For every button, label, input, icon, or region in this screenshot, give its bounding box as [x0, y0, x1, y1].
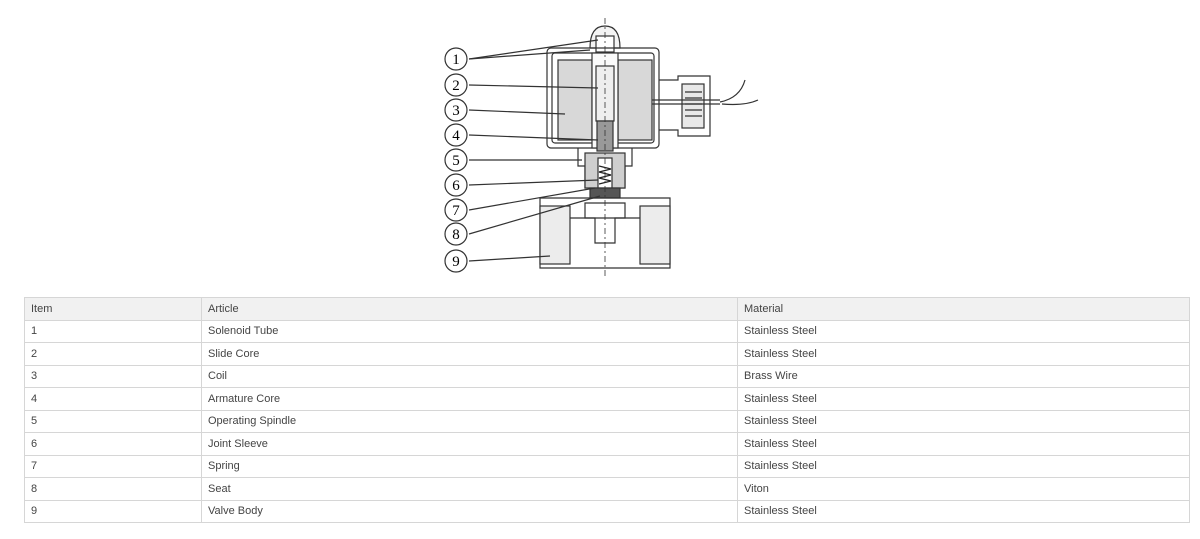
callout-7: 7 — [444, 198, 468, 222]
callout-9-label: 9 — [452, 254, 460, 270]
callout-group: 1 2 3 4 5 6 7 8 — [444, 47, 468, 273]
table-row: 3 Coil Brass Wire — [24, 364, 1190, 388]
callout-1: 1 — [444, 47, 468, 71]
table-row: 1 Solenoid Tube Stainless Steel — [24, 319, 1190, 343]
table-row: 2 Slide Core Stainless Steel — [24, 342, 1190, 366]
cell-article: Valve Body — [201, 499, 738, 523]
table-row: 5 Operating Spindle Stainless Steel — [24, 409, 1190, 433]
cell-item: 8 — [24, 477, 202, 501]
cell-article: Spring — [201, 454, 738, 478]
callout-9: 9 — [444, 249, 468, 273]
cell-material: Stainless Steel — [737, 387, 1190, 411]
table-header: Item Article Material — [24, 297, 1190, 321]
cell-item: 9 — [24, 499, 202, 523]
callout-3: 3 — [444, 98, 468, 122]
callout-2-label: 2 — [452, 78, 460, 94]
solenoid-valve-diagram: 1 2 3 4 5 6 7 8 — [444, 18, 759, 278]
cell-material: Stainless Steel — [737, 319, 1190, 343]
cell-article: Seat — [201, 477, 738, 501]
cell-article: Slide Core — [201, 342, 738, 366]
header-item: Item — [24, 297, 202, 321]
parts-table: Item Article Material 1 Solenoid Tube St… — [24, 297, 1190, 523]
table-row: 4 Armature Core Stainless Steel — [24, 387, 1190, 411]
callout-6: 6 — [444, 173, 468, 197]
callout-1-label: 1 — [452, 52, 460, 68]
table-row: 9 Valve Body Stainless Steel — [24, 499, 1190, 523]
table-body: 1 Solenoid Tube Stainless Steel 2 Slide … — [24, 319, 1190, 523]
cell-article: Coil — [201, 364, 738, 388]
cell-material: Viton — [737, 477, 1190, 501]
cell-article: Armature Core — [201, 387, 738, 411]
table-row: 6 Joint Sleeve Stainless Steel — [24, 432, 1190, 456]
cell-material: Stainless Steel — [737, 342, 1190, 366]
callout-5-label: 5 — [452, 153, 460, 169]
header-article: Article — [201, 297, 738, 321]
cell-article: Joint Sleeve — [201, 432, 738, 456]
callout-2: 2 — [444, 73, 468, 97]
cell-item: 1 — [24, 319, 202, 343]
cell-material: Brass Wire — [737, 364, 1190, 388]
callout-4-label: 4 — [452, 128, 460, 144]
callout-5: 5 — [444, 148, 468, 172]
cell-item: 7 — [24, 454, 202, 478]
callout-3-label: 3 — [452, 103, 460, 119]
callout-6-label: 6 — [452, 178, 460, 194]
cell-material: Stainless Steel — [737, 454, 1190, 478]
cell-article: Solenoid Tube — [201, 319, 738, 343]
callout-8-label: 8 — [452, 227, 460, 243]
callout-4: 4 — [444, 123, 468, 147]
cell-item: 5 — [24, 409, 202, 433]
header-row: Item Article Material — [24, 297, 1190, 321]
cell-item: 4 — [24, 387, 202, 411]
callout-8: 8 — [444, 222, 468, 246]
table-row: 7 Spring Stainless Steel — [24, 454, 1190, 478]
cell-article: Operating Spindle — [201, 409, 738, 433]
cell-item: 6 — [24, 432, 202, 456]
cell-item: 2 — [24, 342, 202, 366]
valve-drawing — [468, 18, 759, 278]
callout-7-label: 7 — [452, 203, 460, 219]
header-material: Material — [737, 297, 1190, 321]
cell-material: Stainless Steel — [737, 432, 1190, 456]
cell-item: 3 — [24, 364, 202, 388]
cell-material: Stainless Steel — [737, 409, 1190, 433]
table-row: 8 Seat Viton — [24, 477, 1190, 501]
cell-material: Stainless Steel — [737, 499, 1190, 523]
